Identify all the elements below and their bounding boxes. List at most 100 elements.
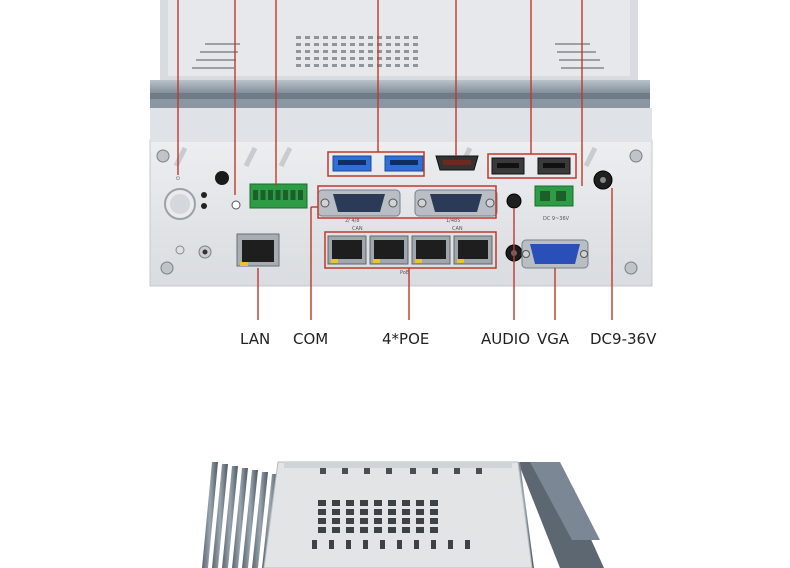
led-power: [201, 192, 207, 198]
usb3-ports: [332, 155, 424, 172]
poe-port-socket: [416, 240, 446, 259]
heatsink-fin: [202, 462, 218, 568]
grid-hole: [402, 527, 410, 533]
grid-hole: [332, 518, 340, 524]
terminal-pin: [298, 190, 303, 200]
device-top-view: [202, 461, 604, 568]
vent-hole: [395, 57, 400, 60]
grid-hole: [318, 527, 326, 533]
terminal-pin: [290, 190, 296, 200]
vent-slot: [346, 540, 351, 549]
vent-hole: [332, 43, 337, 46]
vent-hole: [305, 43, 310, 46]
heatsink-fin: [232, 468, 248, 568]
label-dc: DC9-36V: [590, 330, 657, 348]
vent-slot: [329, 540, 334, 549]
poe-led: [373, 259, 380, 263]
label-lan: LAN: [240, 330, 270, 348]
vent-hole: [305, 36, 310, 39]
poe-print: PoE: [400, 270, 409, 276]
vent-hole: [296, 50, 301, 53]
vent-hole: [413, 50, 418, 53]
heatsink-band: [150, 80, 650, 94]
grid-hole: [416, 527, 424, 533]
vent-hole: [404, 64, 409, 67]
grid-hole: [388, 527, 396, 533]
vent-hole: [296, 36, 301, 39]
terminal-pin: [275, 190, 281, 200]
hdmi-port: [435, 155, 479, 171]
vent-hole: [359, 43, 364, 46]
vent-hole: [377, 57, 382, 60]
poe-led: [415, 259, 422, 263]
lan-port: [236, 233, 280, 267]
com-right-print: 1/485: [446, 218, 460, 224]
vent-hole: [314, 43, 319, 46]
poe-led: [331, 259, 338, 263]
vent-hole: [395, 43, 400, 46]
grid-hole: [360, 509, 368, 515]
reset-button: [215, 171, 229, 185]
grid-hole: [332, 509, 340, 515]
grid-hole: [318, 500, 326, 506]
poe-port-socket: [458, 240, 488, 259]
poe-port-socket: [332, 240, 362, 259]
vent-hole: [413, 43, 418, 46]
vent-hole: [350, 50, 355, 53]
grid-hole: [374, 518, 382, 524]
vent-hole: [296, 64, 301, 67]
grid-hole: [430, 500, 438, 506]
terminal-pin: [268, 190, 273, 200]
vent-slot: [386, 468, 392, 474]
vent-slot: [465, 540, 470, 549]
grid-hole: [402, 509, 410, 515]
vent-hole: [386, 64, 391, 67]
vent-hole: [377, 64, 382, 67]
vent-slot: [364, 468, 370, 474]
vent-hole: [395, 50, 400, 53]
grid-hole: [318, 509, 326, 515]
vent-hole: [341, 57, 346, 60]
grid-hole: [318, 518, 326, 524]
vent-hole: [350, 36, 355, 39]
vent-hole: [305, 64, 310, 67]
dc-spec-print: DC 9~36V: [543, 216, 570, 222]
vent-hole: [314, 50, 319, 53]
can-left-print: CAN: [352, 226, 363, 232]
vent-hole: [323, 57, 328, 60]
vent-hole: [359, 64, 364, 67]
top-left-vents: [192, 43, 240, 69]
poe-ports: [327, 235, 493, 265]
vent-hole: [386, 43, 391, 46]
grid-hole: [360, 518, 368, 524]
grid-hole: [346, 509, 354, 515]
vent-slot: [312, 540, 317, 549]
gpio-terminal-block: [249, 183, 308, 209]
vent-slot: [448, 540, 453, 549]
vent-slot: [342, 468, 348, 474]
vent-hole: [341, 64, 346, 67]
grid-hole: [388, 518, 396, 524]
heatsink-fin: [212, 464, 228, 568]
grid-hole: [416, 518, 424, 524]
device-rear-view: ⏻ 2/ 4/8 1/485 CAN CAN: [149, 0, 653, 320]
top-vent-grid: [296, 36, 418, 67]
vent-hole: [377, 50, 382, 53]
vent-hole: [368, 57, 373, 60]
vent-hole: [341, 43, 346, 46]
vent-hole: [314, 36, 319, 39]
vent-hole: [323, 50, 328, 53]
grid-hole: [332, 500, 340, 506]
grid-hole: [416, 500, 424, 506]
vent-hole: [377, 36, 382, 39]
grid-hole: [374, 509, 382, 515]
poe-led: [457, 259, 464, 263]
vent-hole: [341, 50, 346, 53]
vent-slot: [432, 468, 438, 474]
vent-hole: [395, 64, 400, 67]
vent-hole: [368, 50, 373, 53]
vent-hole: [332, 50, 337, 53]
vent-hole: [332, 64, 337, 67]
label-vga: VGA: [537, 330, 570, 348]
